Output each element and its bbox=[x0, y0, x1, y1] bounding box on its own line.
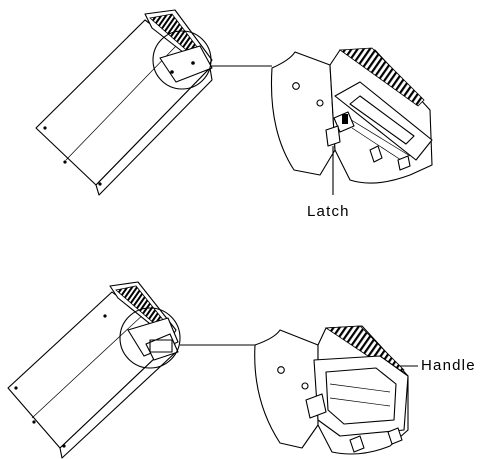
detail-handle bbox=[254, 325, 418, 455]
detail-circle-top bbox=[152, 30, 212, 90]
detail-circle-bottom bbox=[119, 307, 181, 369]
handle-label: Handle bbox=[421, 357, 476, 374]
latch-label: Latch bbox=[307, 203, 350, 220]
module-top bbox=[35, 9, 213, 196]
module-bottom bbox=[7, 281, 181, 459]
detail-latch bbox=[270, 47, 433, 195]
